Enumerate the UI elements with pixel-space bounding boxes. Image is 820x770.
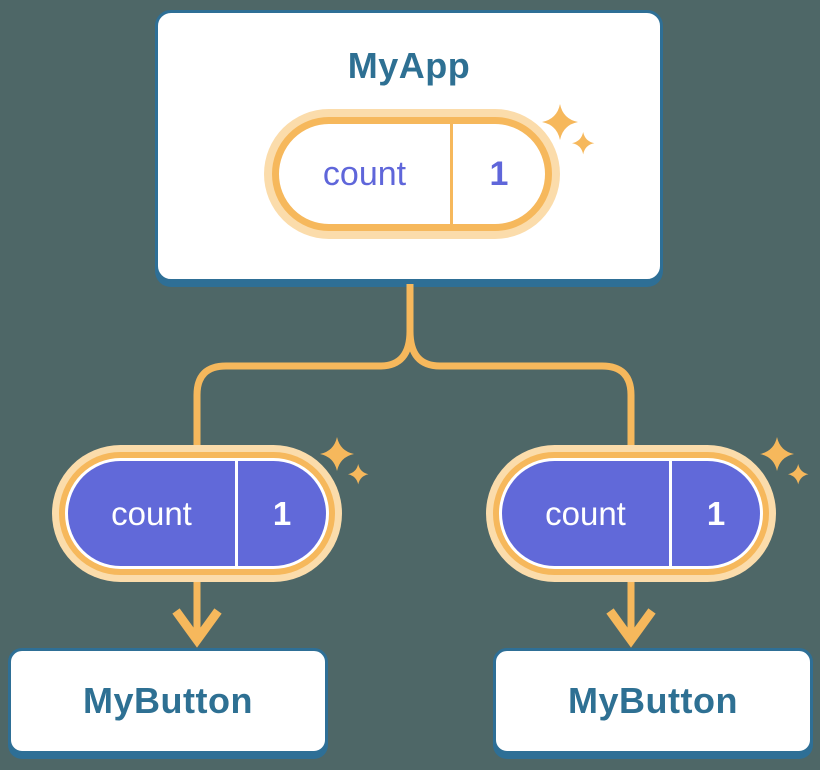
state-pill-label: count xyxy=(322,154,407,193)
prop-pill-left-label: count xyxy=(111,494,192,532)
parent-component-card: MyApp count 1 xyxy=(155,10,663,282)
child-component-card-left: MyButton xyxy=(8,648,328,754)
child-component-card-right: MyButton xyxy=(493,648,813,754)
prop-pill-right-divider xyxy=(669,461,672,566)
state-pill-divider xyxy=(450,124,453,224)
prop-pill-right-value: 1 xyxy=(706,494,726,532)
sparkle-icon xyxy=(320,437,369,485)
child-component-title-right: MyButton xyxy=(568,680,738,721)
arrow-head-right xyxy=(606,608,656,648)
prop-pill-right-label: count xyxy=(545,494,626,532)
prop-pill-left-value: 1 xyxy=(272,494,292,532)
prop-pill-left-body: count 1 xyxy=(68,461,326,566)
state-pill-value: 1 xyxy=(489,154,509,193)
sparkle-icon xyxy=(542,104,595,155)
prop-pill-right-body: count 1 xyxy=(502,461,760,566)
state-pill-ring: count 1 xyxy=(272,117,552,231)
connector-right-branch xyxy=(406,284,635,634)
prop-pill-left: count 1 xyxy=(52,445,342,582)
prop-pill-right: count 1 xyxy=(486,445,776,582)
arrow-head-left xyxy=(172,608,222,648)
sparkle-icon xyxy=(760,437,809,485)
state-pill: count 1 xyxy=(264,109,560,239)
parent-component-title: MyApp xyxy=(347,45,471,86)
prop-pill-left-divider xyxy=(235,461,238,566)
child-component-title-left: MyButton xyxy=(83,680,253,721)
